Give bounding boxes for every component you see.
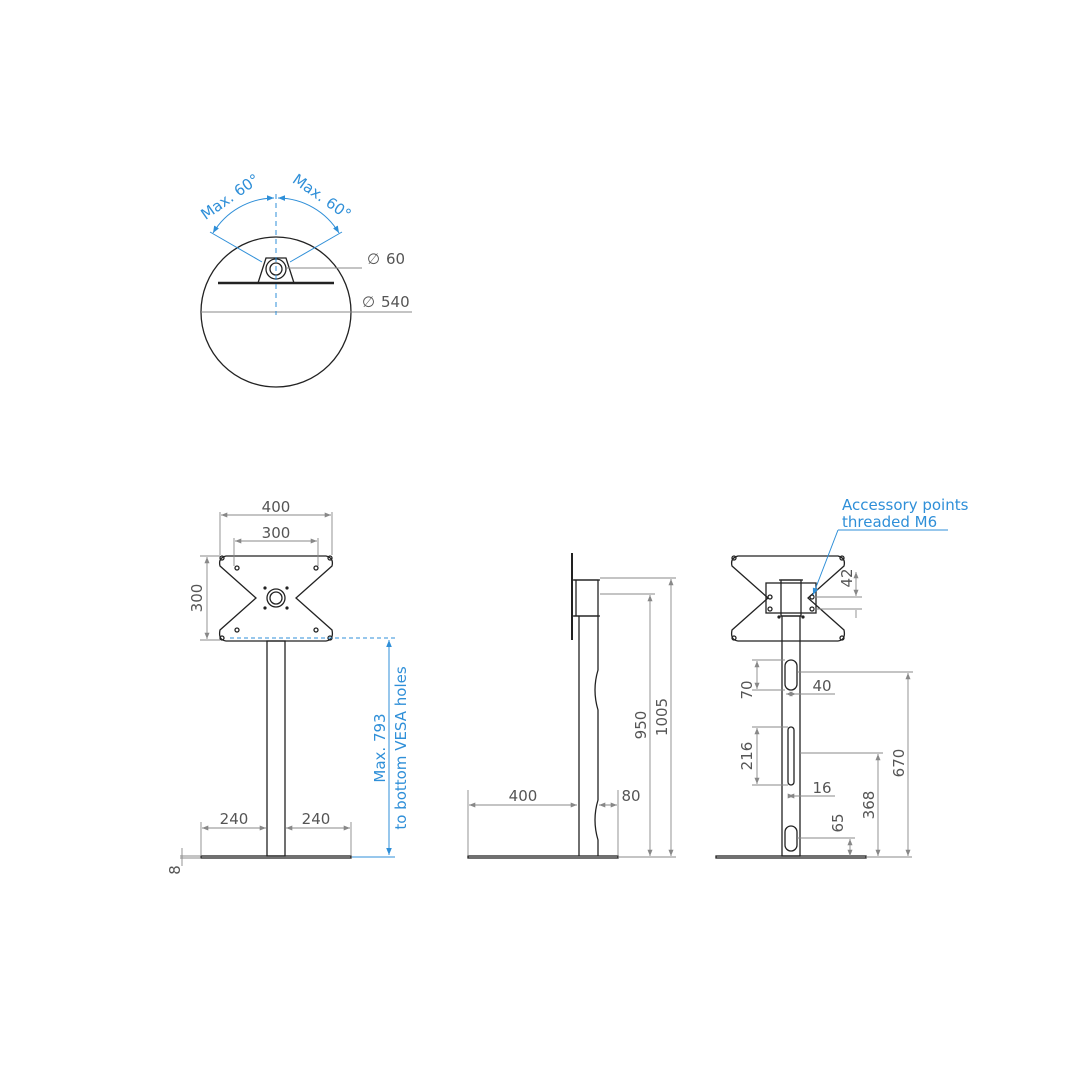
rear-pole xyxy=(781,615,801,857)
angle-left-label: Max. 60° xyxy=(197,170,262,223)
mount-screw xyxy=(285,606,289,610)
cable-slot-3 xyxy=(784,825,798,852)
dim-216-label: 216 xyxy=(738,742,756,771)
mount-screw xyxy=(285,586,289,590)
mount-screw xyxy=(263,586,267,590)
vesa-hole xyxy=(839,555,845,561)
accessory-label-2: threaded M6 xyxy=(842,513,937,531)
vesa-hole xyxy=(219,555,225,561)
diameter-symbol-icon-2: ∅ xyxy=(362,293,375,311)
vesa-plate xyxy=(218,555,334,642)
center-mount-circle xyxy=(266,588,286,608)
rear-pole-clamp xyxy=(780,579,802,617)
front-view: 400 300 300 240 240 8 Max. 793 to bottom… xyxy=(166,498,410,875)
rear-view: Accessory points threaded M6 42 70 40 21… xyxy=(715,496,969,859)
cable-slot-2 xyxy=(787,726,795,786)
dim-40-label: 40 xyxy=(812,677,831,695)
max-height-label-2: to bottom VESA holes xyxy=(392,666,410,829)
angle-arc-left xyxy=(212,195,275,234)
dim-80-label: 80 xyxy=(621,787,640,805)
dim-16-label: 16 xyxy=(812,779,831,797)
dim-65-label: 65 xyxy=(829,813,847,832)
pole-diameter-label: 60 xyxy=(386,250,405,268)
dim-368-label: 368 xyxy=(860,791,878,820)
base-diameter-label: 540 xyxy=(381,293,410,311)
mount-screw xyxy=(263,606,267,610)
dim-8-label: 8 xyxy=(166,865,184,875)
vesa-hole xyxy=(313,627,319,633)
dim-1005-label: 1005 xyxy=(653,698,671,736)
accessory-point xyxy=(767,594,773,600)
dim-240-left-label: 240 xyxy=(220,810,249,828)
cable-slot-1 xyxy=(784,659,798,691)
center-mount-inner xyxy=(269,591,283,605)
dim-70-label: 70 xyxy=(738,680,756,699)
accessory-point xyxy=(767,606,773,612)
dim-400-label: 400 xyxy=(262,498,291,516)
vesa-hole xyxy=(839,635,845,641)
vesa-hole xyxy=(234,565,240,571)
vesa-hole xyxy=(313,565,319,571)
side-view: 400 80 950 1005 xyxy=(467,553,676,859)
dim-300-vertical-label: 300 xyxy=(188,584,206,613)
pole-side xyxy=(578,616,599,856)
base-side xyxy=(467,855,619,859)
rear-base xyxy=(715,855,867,859)
base-plate xyxy=(200,855,352,859)
dim-950-label: 950 xyxy=(632,711,650,740)
rear-bracket xyxy=(765,582,817,614)
top-view: Max. 60° Max. 60° ∅ 60 ∅ 540 xyxy=(197,170,412,388)
diameter-symbol-icon: ∅ xyxy=(367,250,380,268)
pole xyxy=(266,640,286,857)
dim-300-label: 300 xyxy=(262,524,291,542)
vesa-hole xyxy=(234,627,240,633)
vesa-hole xyxy=(327,555,333,561)
max-height-label-1: Max. 793 xyxy=(371,713,389,782)
accessory-leader-line xyxy=(812,529,839,596)
vesa-hole xyxy=(731,635,737,641)
dim-240-right-label: 240 xyxy=(302,810,331,828)
vesa-hole xyxy=(219,635,225,641)
dim-42-label: 42 xyxy=(838,568,856,587)
angle-arc-right xyxy=(277,195,340,234)
dim-670-label: 670 xyxy=(890,749,908,778)
vesa-hole xyxy=(731,555,737,561)
mount-screw xyxy=(801,615,805,619)
angle-right-label: Max. 60° xyxy=(289,170,354,223)
angle-limit-left xyxy=(209,231,263,263)
angle-limit-right xyxy=(289,231,343,263)
mount-screw xyxy=(777,615,781,619)
rear-vesa-plate xyxy=(730,555,846,642)
dim-400-side-label: 400 xyxy=(509,787,538,805)
accessory-label-1: Accessory points xyxy=(842,496,969,514)
